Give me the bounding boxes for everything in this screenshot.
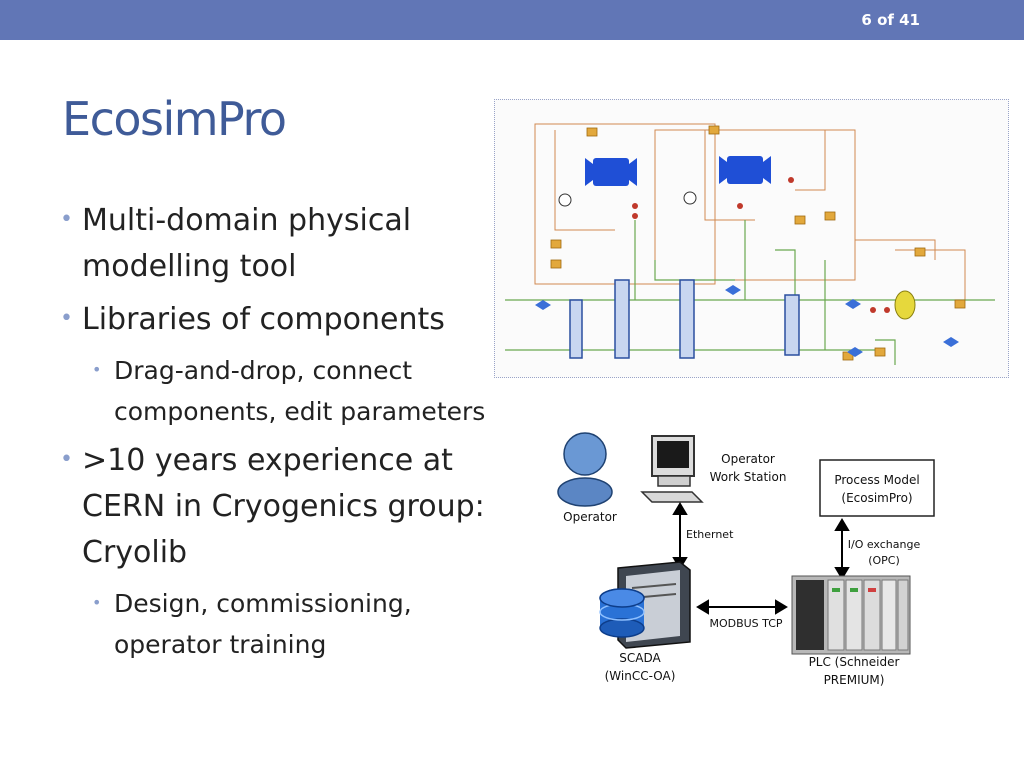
plc-label-line1: PLC (Schneider [809, 655, 900, 669]
scada-label-line2: (WinCC-OA) [605, 669, 676, 683]
plc-rack-icon [791, 575, 911, 655]
process-schematic-svg [505, 123, 995, 365]
workstation-label-line1: Operator [721, 452, 775, 466]
process-model-label-line1: Process Model [834, 473, 919, 487]
sub-bullet-text: Design, commissioning, operator training [114, 589, 412, 659]
header-bar: 6 of 41 [0, 0, 1024, 40]
bullet-icon: • [60, 207, 73, 232]
modbus-label: MODBUS TCP [709, 617, 782, 630]
sub-bullet-item: • Design, commissioning, operator trainin… [92, 583, 500, 665]
page-number: 6 of 41 [861, 11, 920, 29]
io-exchange-arrow [834, 518, 850, 580]
slide-title: EcosimPro [62, 92, 287, 146]
bullet-text: Libraries of components [82, 302, 445, 337]
process-schematic-image [494, 99, 1009, 378]
bullet-text: >10 years experience at CERN in Cryogeni… [82, 443, 485, 570]
architecture-svg: Operator Operator Work Station Ethernet … [557, 432, 935, 687]
workstation-label-line2: Work Station [710, 470, 787, 484]
bullet-icon: • [92, 593, 102, 612]
sub-bullet-item: • Drag-and-drop, connect components, edit… [92, 350, 500, 432]
bullet-text: Multi-domain physical modelling tool [82, 203, 412, 284]
architecture-diagram: Operator Operator Work Station Ethernet … [540, 420, 960, 710]
workstation-icon [640, 435, 704, 503]
io-exchange-label-line1: I/O exchange [848, 538, 921, 551]
bullet-list: • Multi-domain physical modelling tool • L… [60, 198, 500, 671]
bullet-item: • Multi-domain physical modelling tool [60, 198, 500, 290]
io-exchange-label-line2: (OPC) [868, 554, 900, 567]
operator-person-icon [557, 432, 613, 507]
bullet-icon: • [60, 447, 73, 472]
scada-label-line1: SCADA [619, 651, 661, 665]
bullet-icon: • [60, 306, 73, 331]
plc-label-line2: PREMIUM) [824, 673, 885, 687]
bullet-item: • Libraries of components [60, 297, 500, 343]
modbus-arrow [696, 599, 788, 615]
bullet-item: • >10 years experience at CERN in Cryogen… [60, 438, 500, 576]
process-model-box [819, 459, 935, 517]
process-model-label-line2: (EcosimPro) [841, 491, 912, 505]
ethernet-label: Ethernet [686, 528, 734, 541]
ethernet-arrow [672, 502, 688, 570]
sub-bullet-text: Drag-and-drop, connect components, edit … [114, 356, 486, 426]
scada-server-icon [599, 561, 691, 649]
bullet-icon: • [92, 360, 102, 379]
operator-label: Operator [563, 510, 617, 524]
